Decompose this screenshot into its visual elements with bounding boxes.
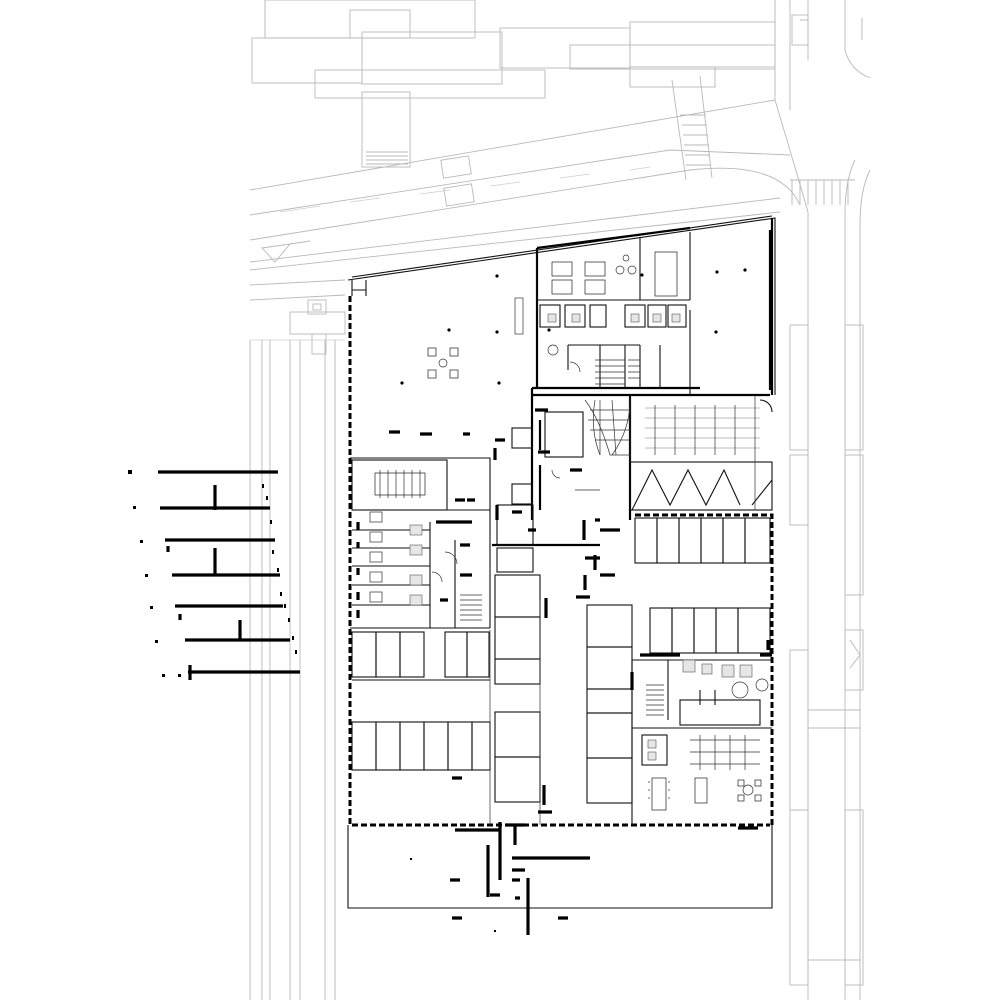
seating-rows — [645, 405, 760, 455]
right-sidewalk — [789, 324, 864, 986]
se-office — [630, 640, 772, 830]
west-outdoor-structure — [128, 470, 300, 680]
central-core — [492, 408, 620, 599]
street-context — [249, 0, 871, 1000]
parking-bays-1 — [634, 517, 771, 564]
parking-bays-2 — [649, 607, 771, 654]
parking-bays-3 — [351, 631, 490, 678]
building-envelope — [347, 215, 776, 909]
north-open-office — [400, 226, 747, 395]
parking-area — [351, 517, 771, 832]
columns — [400, 268, 747, 385]
lounge-seating — [427, 344, 559, 379]
parking-bays-center — [494, 574, 633, 804]
left-street — [249, 279, 346, 1000]
south-annex — [410, 822, 590, 935]
diagonal-street — [249, 99, 871, 1000]
meeting-room-west — [350, 427, 533, 524]
auditorium — [530, 388, 773, 520]
parking-bays-4 — [351, 721, 491, 771]
top-buildings — [251, 0, 871, 181]
desk-cluster — [514, 251, 678, 335]
core-west — [350, 509, 491, 629]
wc-block-north — [539, 304, 687, 388]
